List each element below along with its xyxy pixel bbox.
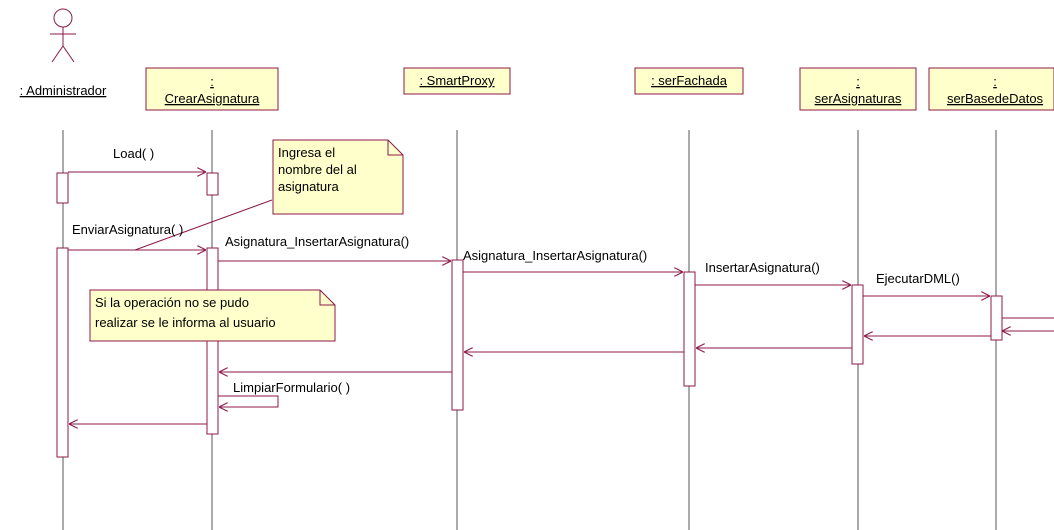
object-name: serAsignaturas (815, 91, 902, 106)
activation-serfachada (683, 271, 696, 387)
object-colon: : (856, 74, 860, 89)
activation-admin-load (56, 172, 69, 204)
message-label: Asignatura_InsertarAsignatura() (463, 248, 647, 263)
object-colon: : (210, 74, 214, 89)
object-crearasignatura: : CrearAsignatura (145, 67, 279, 111)
note-line: Si la operación no se pudo (95, 295, 249, 310)
activation-crear-load (206, 172, 219, 196)
note-line: asignatura (278, 179, 339, 194)
object-serbasededatos: : serBasedeDatos (928, 67, 1054, 111)
note-line: realizar se le informa al usuario (95, 315, 276, 330)
message-limpiar-self (218, 395, 279, 407)
object-name: serBasedeDatos (947, 91, 1044, 106)
note-ingresa: Ingresa el nombre del al asignatura (272, 139, 404, 215)
object-serasignaturas: : serAsignaturas (799, 67, 917, 111)
object-name: : serFachada (651, 73, 728, 88)
note-si-la-operacion: Si la operación no se pudo realizar se l… (89, 289, 336, 342)
object-name: : SmartProxy (419, 73, 495, 88)
message-label: EnviarAsignatura( ) (72, 222, 183, 237)
activation-serbasededatos (990, 295, 1003, 341)
object-colon: : (993, 74, 997, 89)
note-line: nombre del al (278, 162, 357, 177)
message-label: Load( ) (113, 146, 154, 161)
message-label: InsertarAsignatura() (705, 260, 820, 275)
note-anchor-line (134, 199, 273, 251)
actor-label: : Administrador (20, 83, 107, 98)
object-smartproxy: : SmartProxy (403, 67, 511, 95)
object-serfachada: : serFachada (634, 67, 744, 95)
actor-administrador: : Administrador (20, 8, 107, 98)
object-name: CrearAsignatura (165, 91, 260, 106)
message-label: LimpiarFormulario( ) (233, 380, 350, 395)
activation-smartproxy (451, 259, 464, 411)
message-label: Asignatura_InsertarAsignatura() (225, 234, 409, 249)
note-line: Ingresa el (278, 145, 335, 160)
message-label: EjecutarDML() (876, 271, 960, 286)
activation-admin-enviar (56, 247, 69, 458)
messages (68, 172, 1054, 424)
activation-serasignaturas (851, 284, 864, 365)
